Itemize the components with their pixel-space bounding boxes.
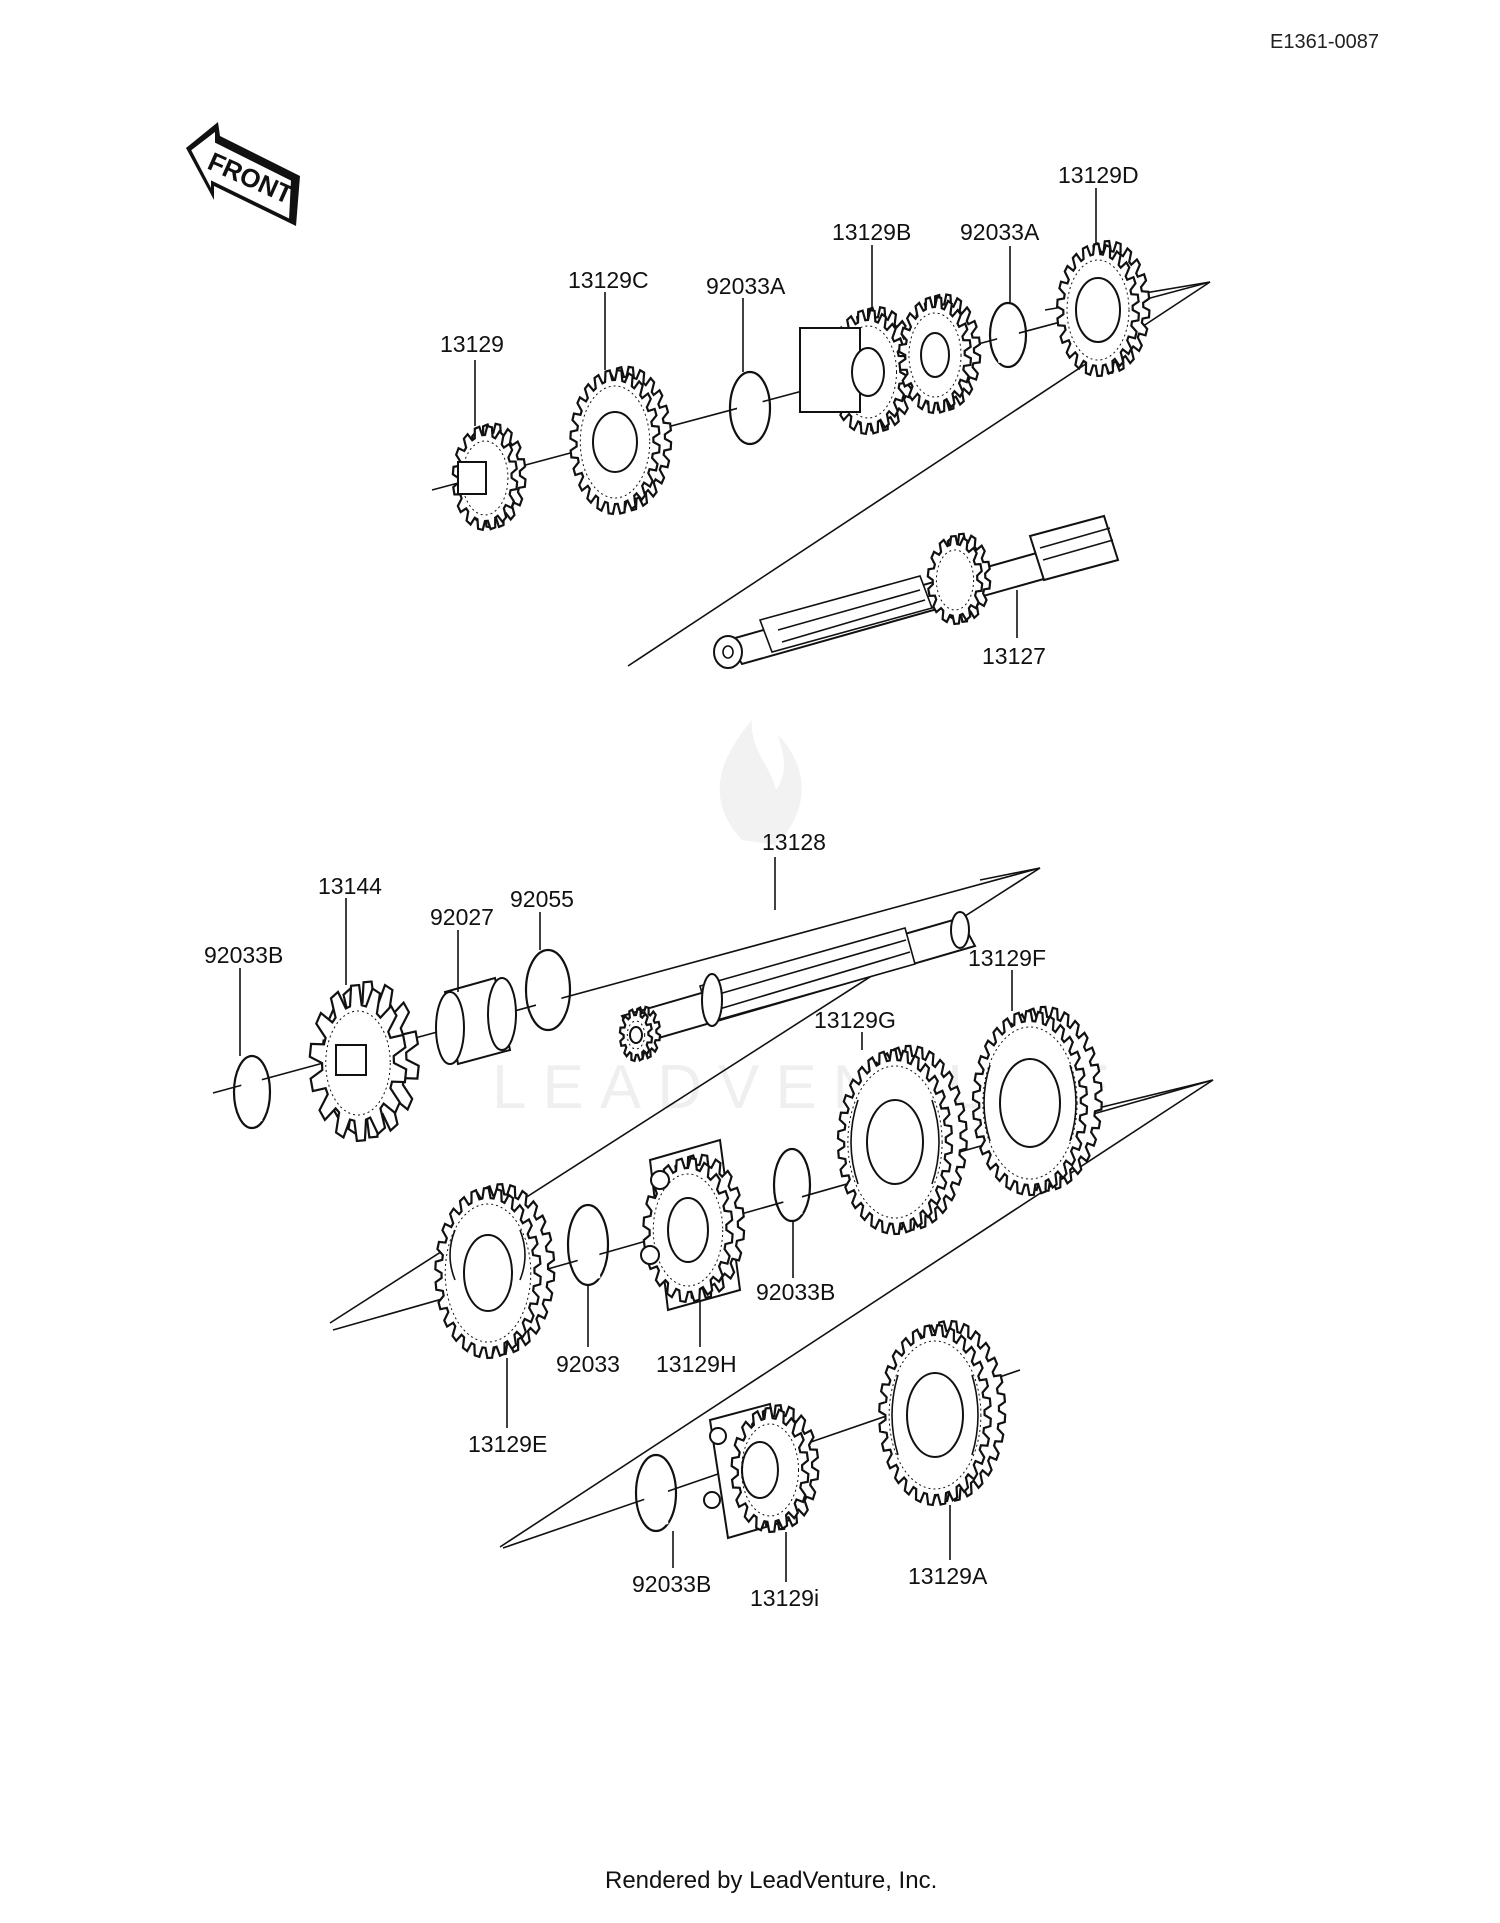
label-13129: 13129 [440,331,504,357]
gear-pitch-ring [935,549,975,611]
gear-13129i [703,1402,820,1540]
label-92055: 92055 [510,886,574,912]
gear-pitch-ring [847,1065,943,1219]
label-92033A-left: 92033A [706,273,786,299]
upper-assembly [431,239,1211,669]
label-13129B: 13129B [832,219,911,245]
lower-assembly [212,867,1214,1549]
shaft-13127 [713,514,1120,669]
gear-13129B [799,293,982,436]
gear-13129D [1055,239,1151,378]
gear-pitch-ring [1066,259,1130,361]
gear-13129E [434,1183,556,1360]
label-13128: 13128 [762,829,826,855]
label-92033: 92033 [556,1351,620,1377]
circlip-92033A-right [988,301,1028,369]
label-13129D: 13129D [1058,162,1139,188]
gear-pitch-ring [838,325,898,419]
gear-13129F [971,1005,1103,1197]
label-13129G: 13129G [814,1007,896,1033]
label-13144: 13144 [318,873,382,899]
collar-92027 [435,976,517,1066]
footer-credit: Rendered by LeadVenture, Inc. [605,1867,937,1894]
label-92033B-lower: 92033B [632,1571,711,1597]
gear-pitch-ring [325,1010,391,1116]
gear-pitch-ring [579,385,651,499]
gear-13129A [878,1319,1007,1507]
gear-pitch-ring [444,1203,532,1343]
gear-13129H [640,1138,746,1312]
gear-pitch-ring [626,1020,646,1050]
circlip-92033B-left [232,1054,272,1130]
drawing-code: E1361-0087 [1270,31,1379,53]
front-arrow-icon: FRONT [186,122,300,226]
gear-pitch-ring [740,1423,800,1517]
sprocket-13144 [308,980,420,1143]
gear-pitch-ring [908,312,962,398]
washer-92055 [524,948,572,1032]
gear-pitch-ring [982,1026,1078,1180]
label-13129C: 13129C [568,267,649,293]
gear-13129 [451,422,527,532]
label-13129H: 13129H [656,1351,737,1377]
label-13129E: 13129E [468,1431,547,1457]
label-92027: 92027 [430,904,494,930]
circlip-92033B-middle [772,1147,812,1223]
gear-13129G [836,1044,968,1236]
label-92033B-middle: 92033B [756,1279,835,1305]
circlip-92033B-lower [634,1453,678,1533]
label-13127: 13127 [982,643,1046,669]
gear-pitch-ring [888,1340,982,1490]
gear-front-face [926,534,984,626]
part-labels: 13129 13129C 92033A 13129B 92033A 13129D… [204,162,1139,1611]
label-92033A-right: 92033A [960,219,1040,245]
label-92033B-left: 92033B [204,942,283,968]
label-13129A: 13129A [908,1563,988,1589]
label-13129i: 13129i [750,1585,819,1611]
circlip-92033A-left [728,370,772,446]
leader-lines [239,188,1097,1582]
gear-pitch-ring [652,1173,724,1287]
circlip-92033 [566,1203,610,1287]
shaft-13128 [618,911,977,1063]
gear-13129C [569,365,673,516]
label-13129F: 13129F [968,945,1046,971]
